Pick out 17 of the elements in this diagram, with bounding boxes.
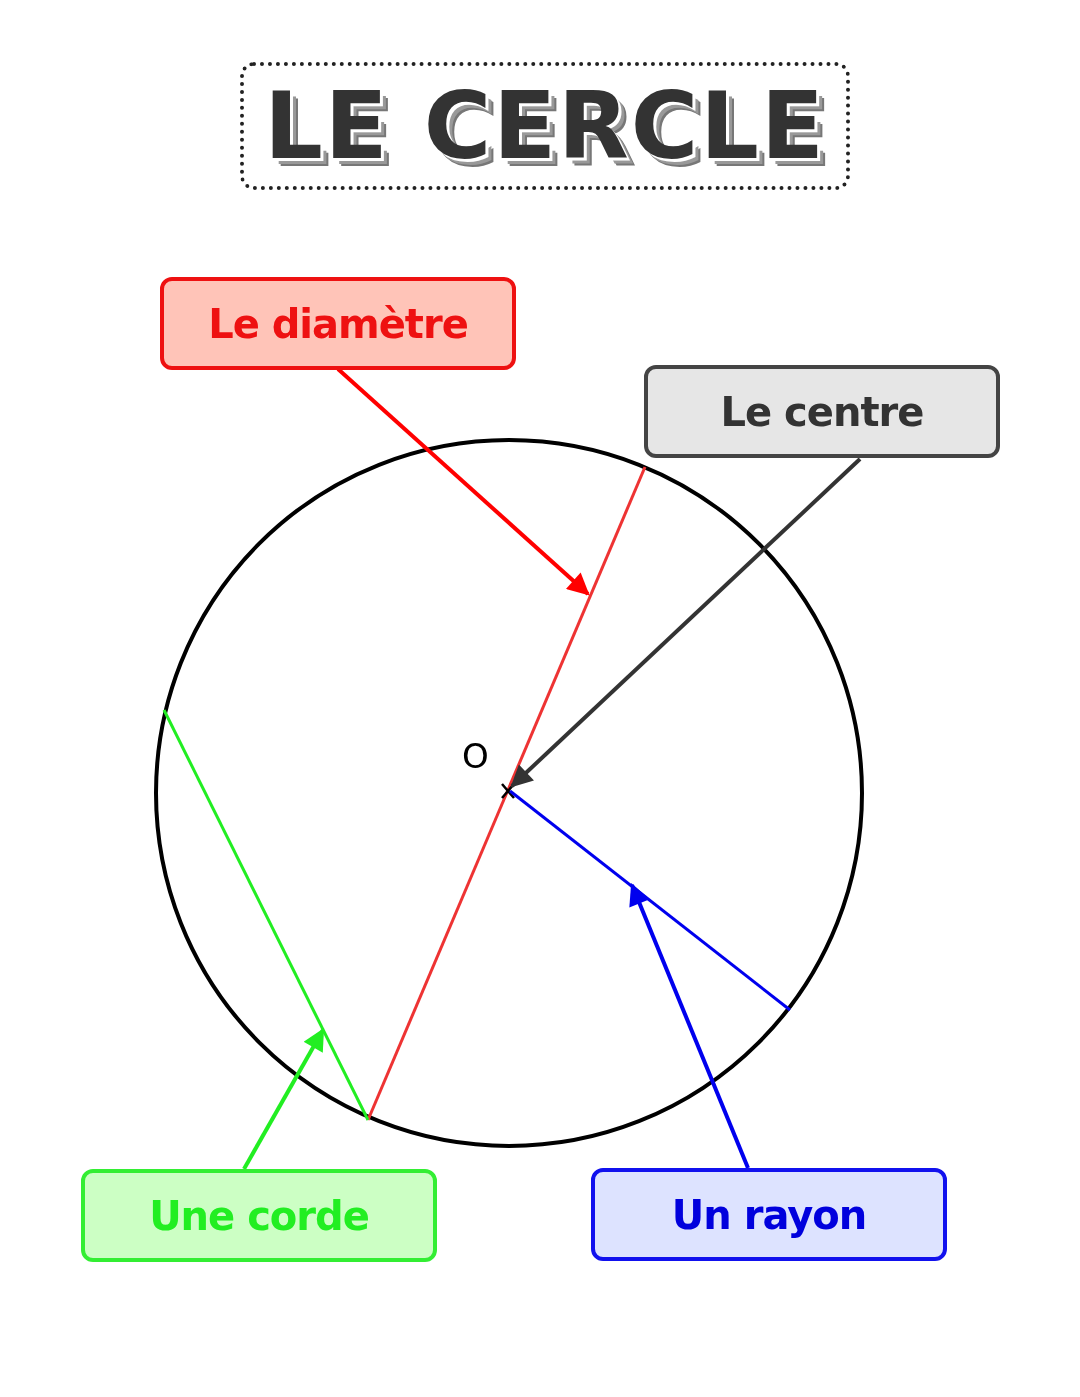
leader-arrow [510,457,862,788]
chord-line [162,709,370,1121]
label-text: Le diamètre [208,300,468,347]
title: LE CERCLE [240,62,850,190]
label-text: Le centre [720,388,924,435]
leader-arrow [242,1028,325,1170]
label-box [644,365,1000,458]
leader-arrow [629,882,750,1169]
diameter-line [366,466,647,1121]
label-box [160,277,516,370]
radius-line [509,789,791,1012]
label-box [81,1169,437,1262]
label-text: Une corde [149,1192,369,1239]
point-label: O [462,736,489,776]
leader-arrow [336,367,590,596]
label-box [591,1168,947,1261]
label-text: Un rayon [671,1191,867,1238]
